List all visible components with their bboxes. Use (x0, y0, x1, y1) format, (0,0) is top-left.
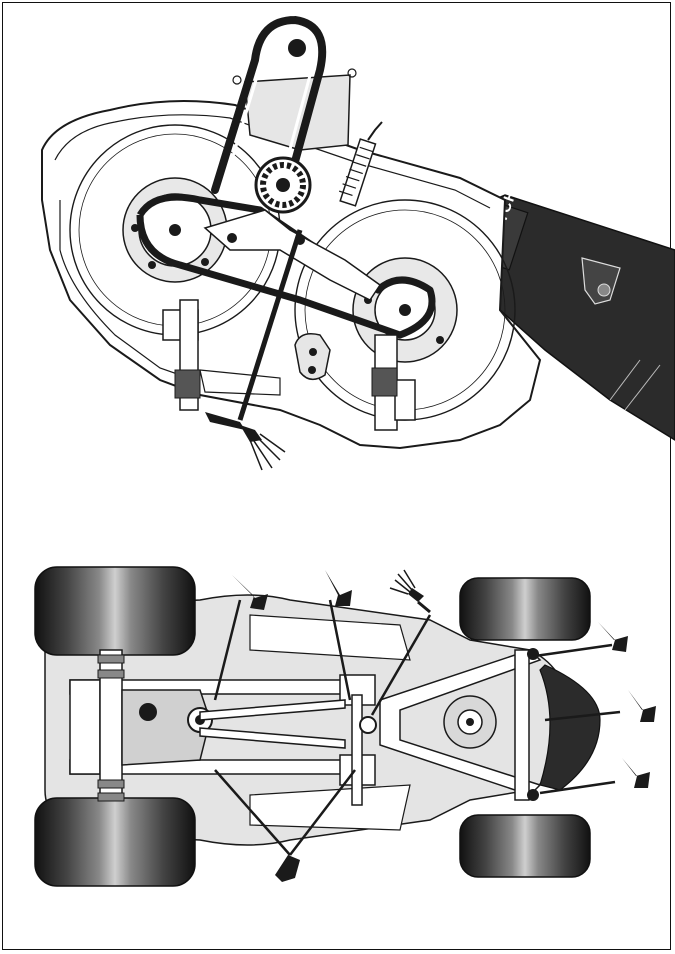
idler-pulley (254, 156, 312, 214)
deck-housing (41, 100, 542, 450)
mower-deck-diagram: CLUTCH (41, 16, 675, 471)
left-hanger-bracket (162, 299, 201, 411)
engine-belt (211, 16, 327, 194)
discharge-chute (481, 194, 675, 441)
right-hanger-bracket (371, 334, 416, 431)
tension-spring (338, 121, 383, 207)
belt-guard-bracket (244, 74, 351, 151)
engine-pulley-hub (288, 39, 306, 57)
chute-bracket-icon (581, 257, 621, 305)
deck-belt (136, 193, 436, 339)
chute-bolt (597, 283, 611, 297)
brush-icon (205, 229, 303, 471)
deck-plate (294, 333, 331, 381)
